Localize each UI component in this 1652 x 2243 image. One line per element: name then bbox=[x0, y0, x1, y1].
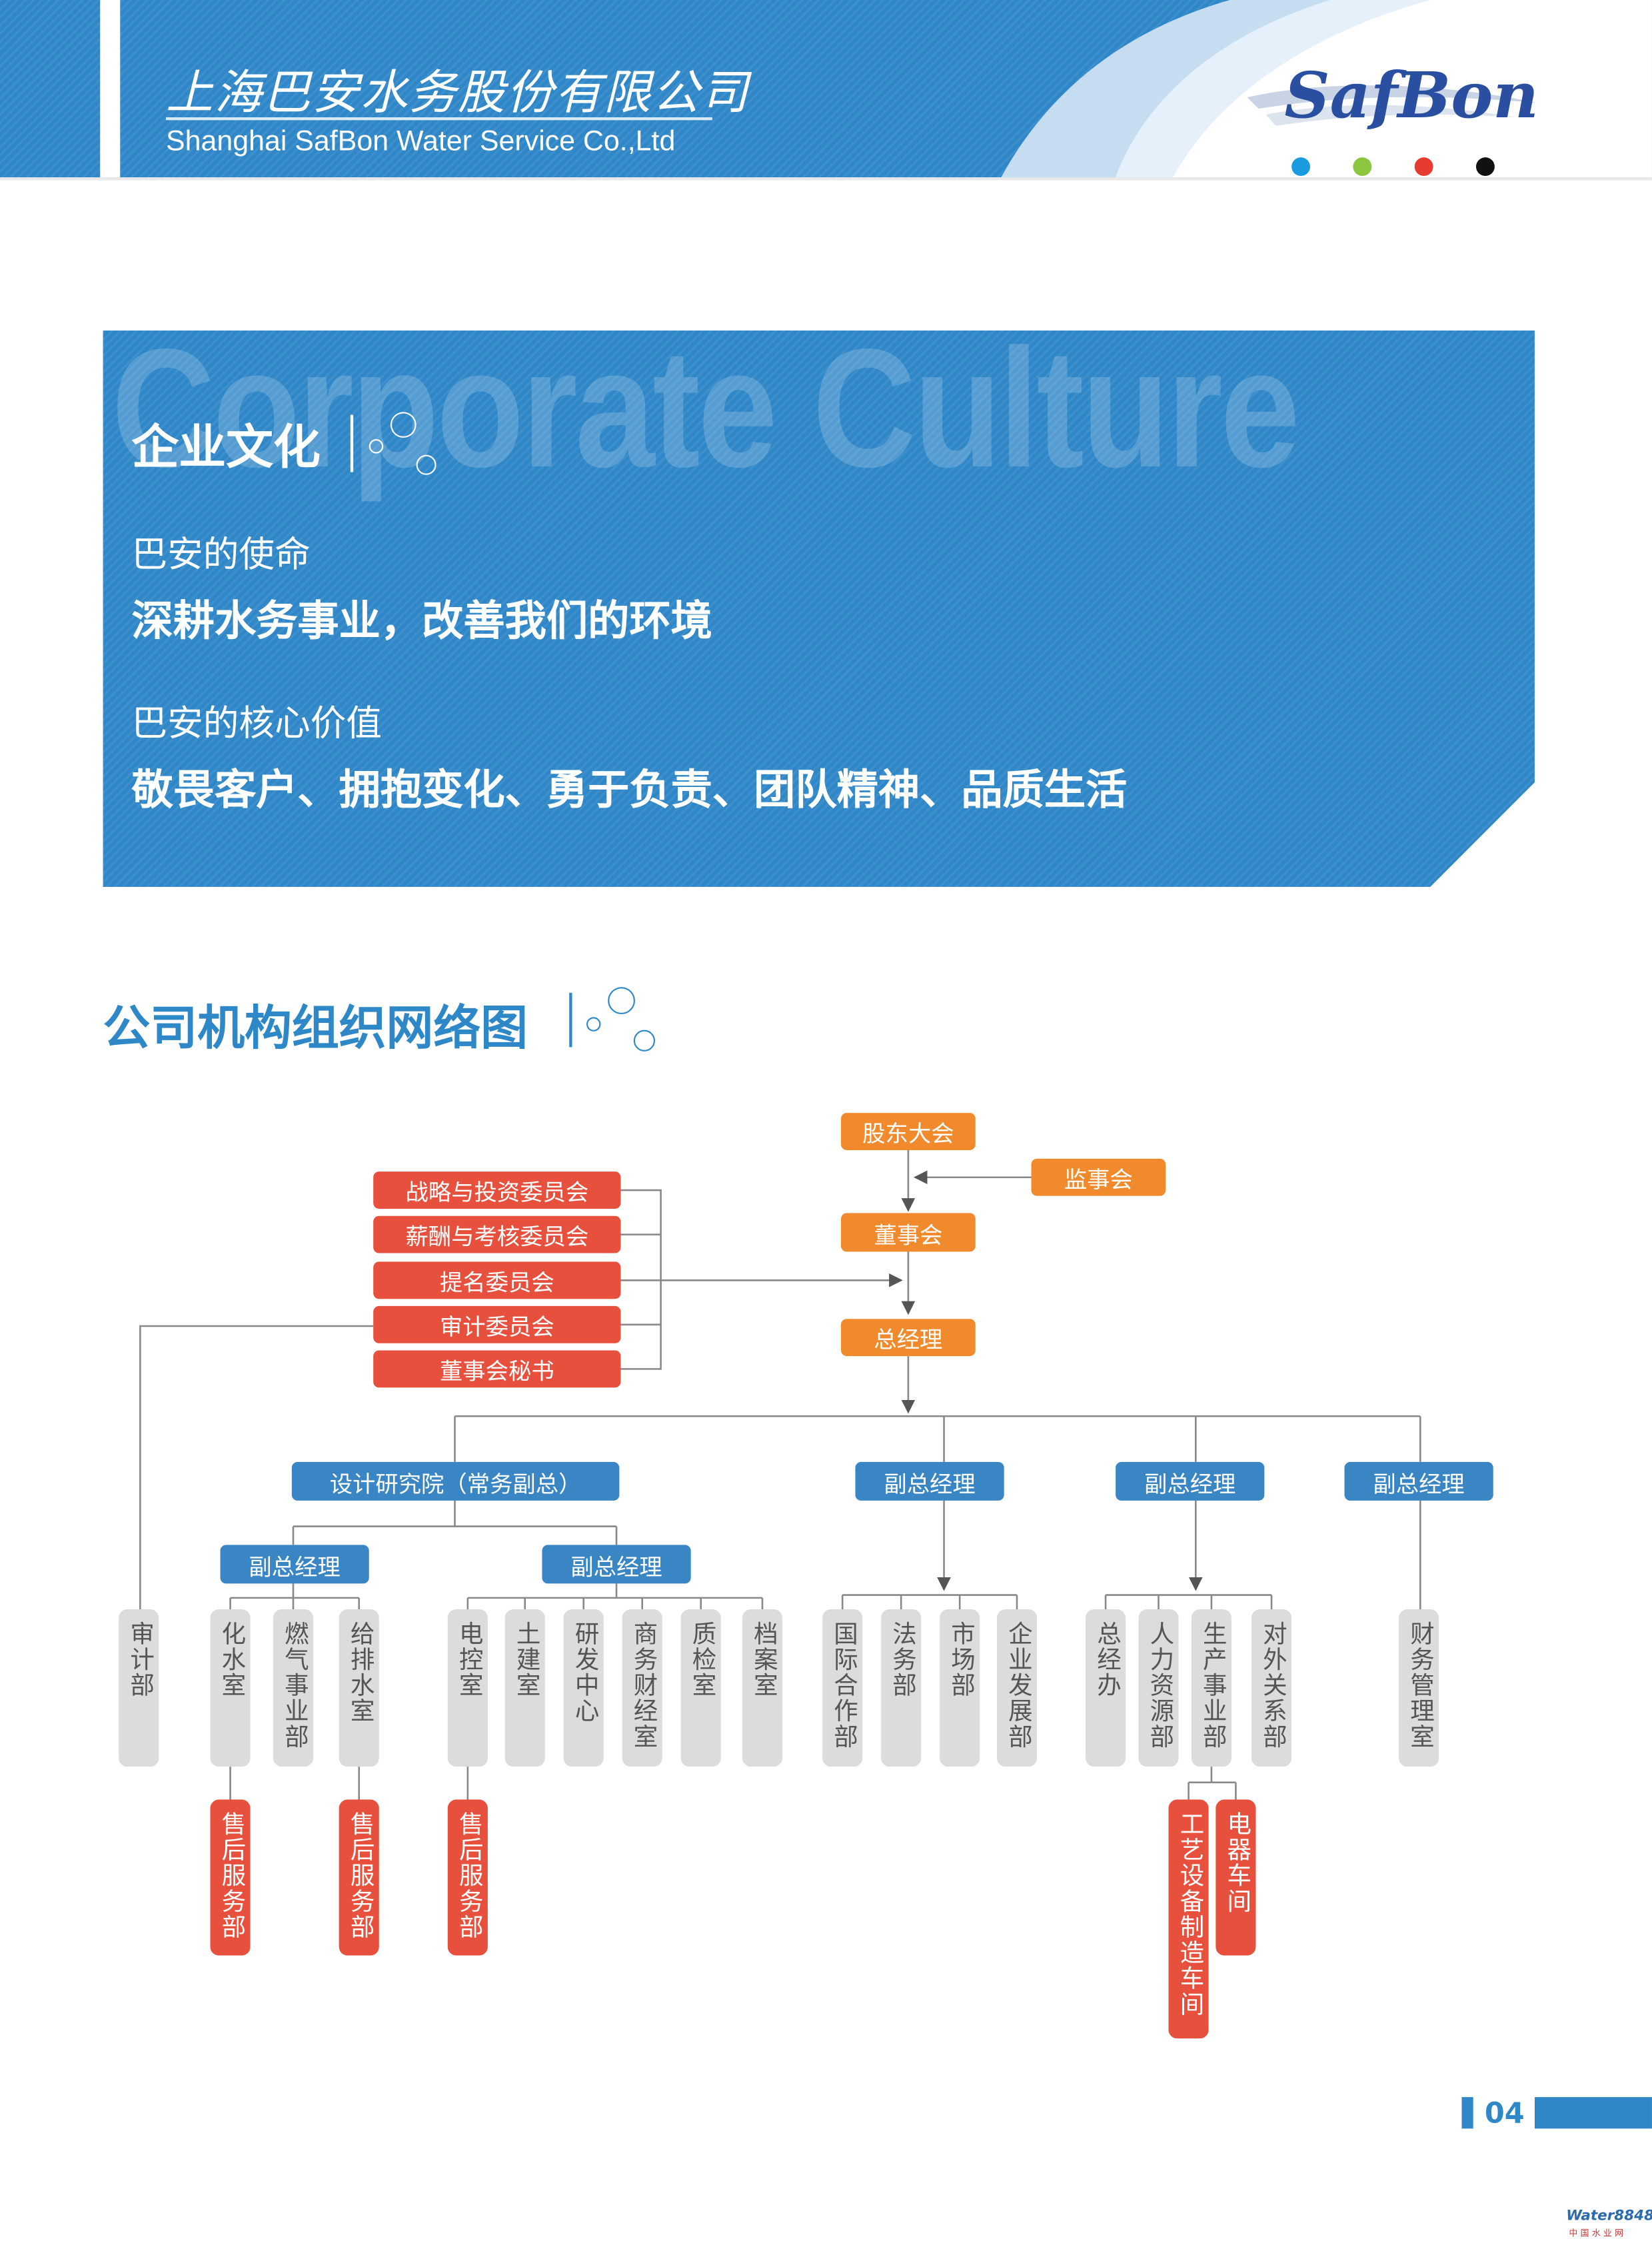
node-department: 质检室 bbox=[680, 1609, 721, 1767]
node-department: 给排水室 bbox=[339, 1609, 379, 1767]
page-number-marker bbox=[1461, 2097, 1473, 2129]
culture-watermark: Corporate Culture bbox=[111, 315, 1300, 504]
logo-dot-red bbox=[1414, 157, 1433, 177]
values-text: 敬畏客户、拥抱变化、勇于负责、团队精神、品质生活 bbox=[131, 765, 1128, 814]
node-vp: 副总经理 bbox=[855, 1461, 1004, 1501]
node-department: 企业发展部 bbox=[996, 1609, 1038, 1767]
node-department: 总经办 bbox=[1086, 1609, 1126, 1767]
safbon-logo: SafBon bbox=[1284, 60, 1539, 133]
company-name-cn: 上海巴安水务股份有限公司 bbox=[165, 64, 750, 121]
site-watermark: Water8848 bbox=[1566, 2208, 1652, 2225]
node-department: 土建室 bbox=[504, 1609, 545, 1767]
node-committee: 薪酬与考核委员会 bbox=[373, 1215, 621, 1253]
node-supervisory-board: 监事会 bbox=[1031, 1158, 1166, 1196]
node-vp: 副总经理 bbox=[1116, 1461, 1265, 1501]
node-board-of-directors: 董事会 bbox=[841, 1213, 976, 1252]
title-divider bbox=[350, 414, 354, 472]
logo-dot-blue bbox=[1291, 157, 1311, 177]
node-shareholders-meeting: 股东大会 bbox=[841, 1113, 976, 1150]
node-department: 档案室 bbox=[742, 1609, 783, 1767]
bubble-icon bbox=[369, 439, 384, 454]
bubble-icon bbox=[633, 1030, 656, 1052]
node-sub-unit: 电器车间 bbox=[1216, 1799, 1256, 1956]
mission-text: 深耕水务事业，改善我们的环境 bbox=[131, 596, 712, 646]
bubble-icon bbox=[608, 987, 635, 1015]
site-watermark-sub: 中国水业网 bbox=[1569, 2228, 1627, 2239]
node-vp: 副总经理 bbox=[1344, 1461, 1493, 1501]
node-committee: 审计委员会 bbox=[373, 1305, 621, 1343]
logo-wave-icon bbox=[1247, 85, 1538, 126]
logo-dot-green bbox=[1353, 157, 1372, 177]
footer-bar bbox=[1534, 2097, 1652, 2129]
header-divider bbox=[165, 117, 712, 121]
node-sub-unit: 售后服务部 bbox=[210, 1799, 251, 1956]
node-department: 化水室 bbox=[210, 1609, 251, 1767]
node-sub-unit: 售后服务部 bbox=[447, 1799, 488, 1956]
bubble-icon bbox=[390, 412, 416, 438]
node-department: 法务部 bbox=[881, 1609, 922, 1767]
node-department: 燃气事业部 bbox=[273, 1609, 314, 1767]
node-committee: 战略与投资委员会 bbox=[373, 1171, 621, 1209]
node-general-manager: 总经理 bbox=[841, 1319, 976, 1357]
node-department: 研发中心 bbox=[563, 1609, 604, 1767]
culture-title: 企业文化 bbox=[131, 418, 321, 475]
node-department: 电控室 bbox=[447, 1609, 488, 1767]
node-department: 商务财经室 bbox=[622, 1609, 662, 1767]
node-department: 财务管理室 bbox=[1399, 1609, 1439, 1767]
node-department: 对外关系部 bbox=[1251, 1609, 1292, 1767]
bubble-icon bbox=[416, 454, 436, 475]
logo-dot-black bbox=[1475, 157, 1495, 177]
node-committee: 董事会秘书 bbox=[373, 1350, 621, 1388]
node-department: 市场部 bbox=[940, 1609, 980, 1767]
company-name-en: Shanghai SafBon Water Service Co.,Ltd bbox=[165, 125, 676, 158]
node-sub-vp: 副总经理 bbox=[542, 1545, 691, 1584]
node-committee: 提名委员会 bbox=[373, 1261, 621, 1299]
mission-label: 巴安的使命 bbox=[131, 533, 311, 575]
node-sub-unit: 工艺设备制造车间 bbox=[1168, 1799, 1209, 2039]
node-department: 生产事业部 bbox=[1191, 1609, 1232, 1767]
corporate-culture-panel bbox=[103, 330, 1535, 887]
title-divider bbox=[569, 992, 572, 1048]
node-vp: 设计研究院（常务副总） bbox=[291, 1461, 620, 1501]
page-number: 04 bbox=[1484, 2095, 1525, 2130]
org-chart-title: 公司机构组织网络图 bbox=[103, 1000, 528, 1056]
node-department: 国际合作部 bbox=[822, 1609, 863, 1767]
bubble-icon bbox=[586, 1017, 601, 1032]
node-department: 审计部 bbox=[119, 1609, 159, 1767]
node-department: 人力资源部 bbox=[1138, 1609, 1179, 1767]
values-label: 巴安的核心价值 bbox=[131, 702, 383, 744]
node-sub-vp: 副总经理 bbox=[220, 1545, 369, 1584]
node-sub-unit: 售后服务部 bbox=[339, 1799, 379, 1956]
